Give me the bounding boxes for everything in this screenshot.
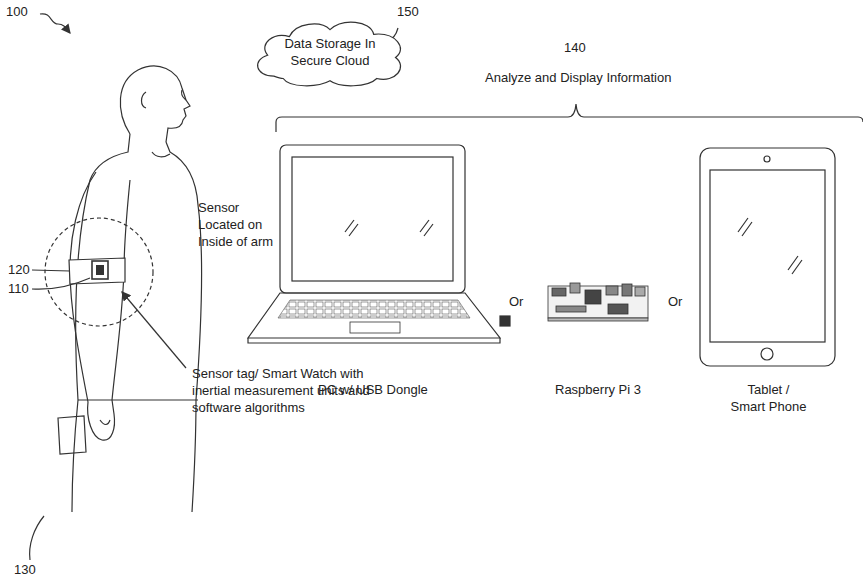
cloud-text: Data Storage In Secure Cloud [274, 36, 386, 70]
callout-number: 130 [14, 562, 36, 579]
leader-line [32, 270, 70, 271]
cloud-shape: Data Storage In Secure Cloud [252, 18, 408, 88]
heading-text: Analyze and Display Information [485, 70, 671, 87]
leader-line [30, 516, 44, 560]
callout-number: 120 [8, 262, 30, 279]
caption-text: Raspberry Pi 3 [555, 382, 641, 399]
leader-line [32, 278, 90, 289]
note-text: Sensor Located on Inside of arm [198, 200, 288, 251]
caption-text: Tablet / Smart Phone [729, 382, 808, 416]
callout-number: 150 [397, 4, 419, 21]
callout-number: 110 [8, 281, 29, 298]
bracket [276, 104, 863, 132]
leader-arrow [40, 14, 70, 33]
tablet-icon [700, 148, 835, 366]
laptop-icon [248, 145, 510, 343]
leader-arrow [122, 292, 186, 368]
board-icon [548, 283, 648, 321]
callout-number: 140 [564, 40, 586, 57]
person-figure [45, 66, 202, 512]
or-text: Or [509, 294, 523, 311]
caption-text: PC w/ USB Dongle [318, 382, 428, 399]
or-text: Or [668, 294, 682, 311]
callout-number: 100 [6, 4, 28, 21]
